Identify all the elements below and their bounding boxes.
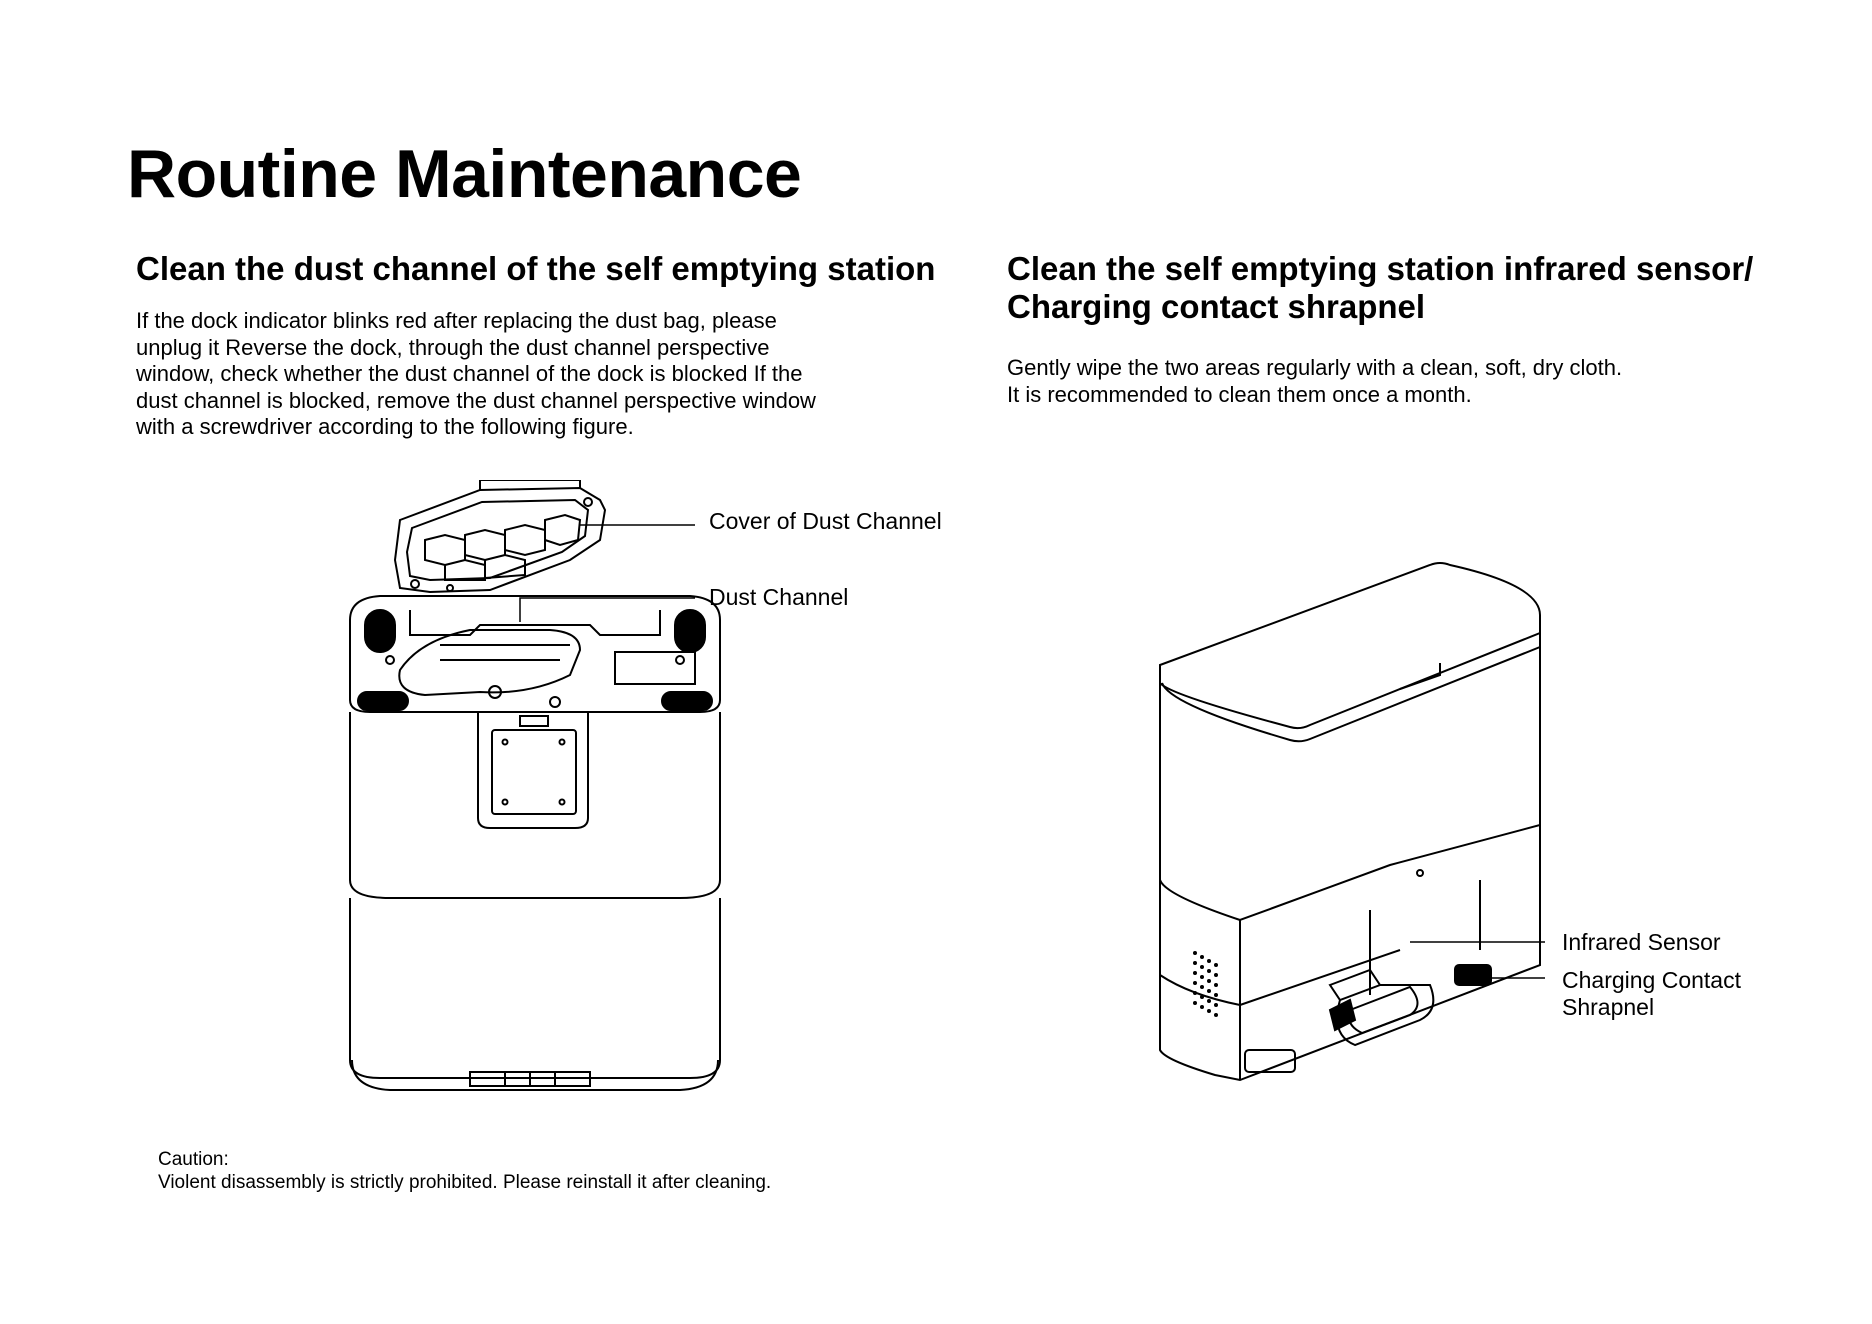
dock-body	[349, 595, 721, 1091]
right-section-heading: Clean the self emptying station infrared…	[1007, 250, 1754, 325]
label-charging-contact: Charging Contact Shrapnel	[1562, 967, 1741, 1021]
left-section-heading: Clean the dust channel of the self empty…	[136, 250, 936, 287]
dock-bottom-illustration	[349, 480, 721, 1091]
station-front-illustration	[1159, 562, 1545, 1082]
caution-text: Violent disassembly is strictly prohibit…	[158, 1172, 772, 1193]
page-title: Routine Maintenance	[127, 136, 802, 212]
caution-title: Caution:	[158, 1149, 229, 1170]
station-lid	[1159, 562, 1541, 743]
right-section-body: Gently wipe the two areas regularly with…	[1007, 355, 1787, 408]
caution-note: Caution: Violent disassembly is strictly…	[158, 1148, 771, 1194]
dust-channel-cover	[393, 480, 607, 594]
station-body	[1159, 647, 1541, 1082]
label-charging-contact-line-2: Shrapnel	[1562, 994, 1655, 1020]
left-section-body: If the dock indicator blinks red after r…	[136, 308, 816, 439]
label-cover-of-dust-channel: Cover of Dust Channel	[709, 508, 942, 534]
charging-contacts	[1328, 964, 1492, 1047]
right-body-line-2: It is recommended to clean them once a m…	[1007, 381, 1472, 407]
speaker-grille	[1193, 951, 1218, 1017]
right-body-line-1: Gently wipe the two areas regularly with…	[1007, 355, 1623, 380]
label-dust-channel: Dust Channel	[709, 584, 849, 610]
label-infrared-sensor: Infrared Sensor	[1562, 929, 1721, 955]
label-charging-contact-line-1: Charging Contact	[1562, 967, 1741, 993]
station-badge	[1244, 1049, 1296, 1073]
